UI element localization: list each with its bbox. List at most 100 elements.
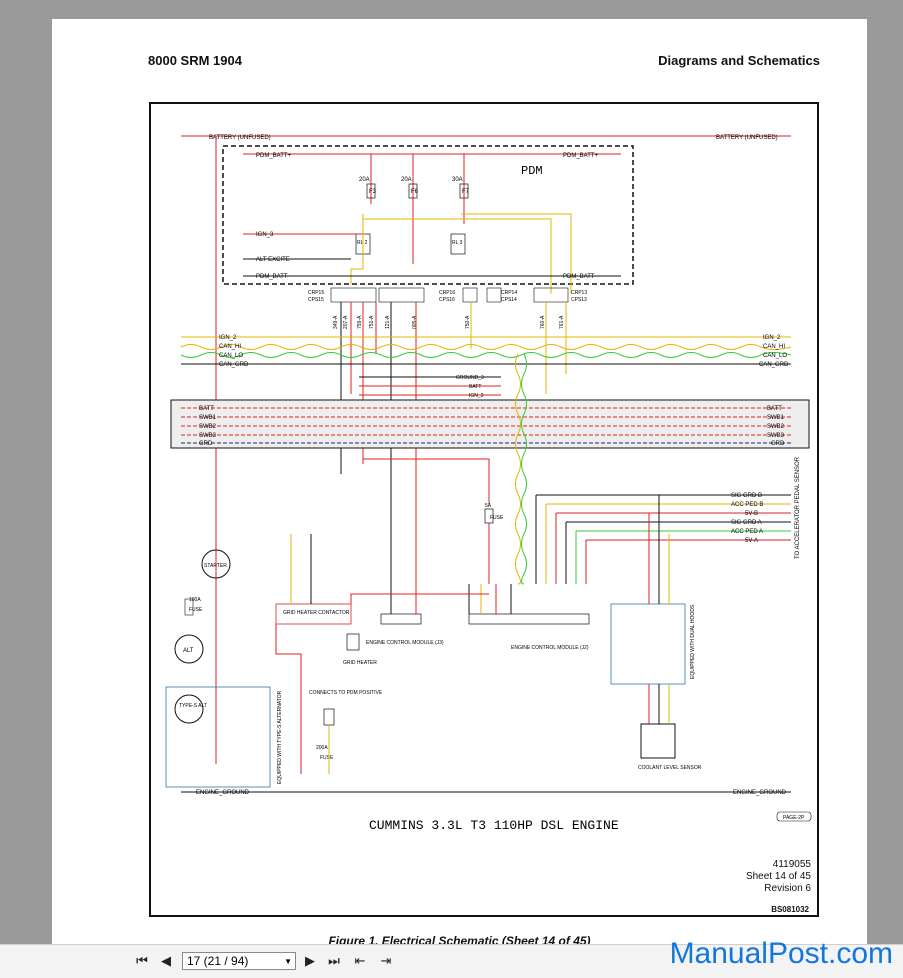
electrical-schematic: PDM BATTERY (UNFUSED) BATTERY (UNFUSED) …	[165, 135, 812, 833]
go-back-icon[interactable]: ⇤	[354, 953, 366, 968]
svg-text:CPS16: CPS16	[439, 297, 455, 303]
battery-unfused-left: BATTERY (UNFUSED)	[209, 135, 271, 141]
header-title: 8000 SRM 1904	[148, 53, 242, 68]
header-section: Diagrams and Schematics	[658, 53, 820, 68]
svg-text:EQUIPPED WITH TYPE-S ALTERNATO: EQUIPPED WITH TYPE-S ALTERNATOR	[277, 690, 283, 784]
svg-text:TYPE-S ALT: TYPE-S ALT	[179, 703, 207, 709]
viewer-toolbar: ⏮ ◀ 17 (21 / 94) ▼ ▶ ⏭ ⇤ ⇥	[0, 944, 903, 978]
svg-text:GROUND_3: GROUND_3	[456, 375, 484, 381]
svg-text:IGN_2: IGN_2	[219, 335, 237, 341]
svg-text:RL 2: RL 2	[357, 240, 368, 246]
svg-text:750-A: 750-A	[465, 315, 471, 329]
svg-text:CAN_HI: CAN_HI	[219, 344, 241, 350]
fuse-f6: 20A F6	[401, 154, 419, 264]
svg-text:CRP15: CRP15	[308, 290, 324, 296]
page-value: 17 (21 / 94)	[187, 954, 249, 968]
svg-text:CAN_GRD: CAN_GRD	[219, 362, 249, 368]
chevron-down-icon: ▼	[284, 957, 292, 966]
svg-text:20A: 20A	[401, 177, 412, 183]
svg-text:100A: 100A	[189, 597, 201, 603]
svg-text:GRD: GRD	[199, 441, 213, 447]
ecm-j3-connector	[380, 613, 422, 625]
svg-text:121-A: 121-A	[385, 315, 391, 329]
svg-text:GRD: GRD	[771, 441, 785, 447]
svg-text:30A: 30A	[452, 177, 463, 183]
watermark: ManualPost.com	[669, 937, 893, 970]
svg-text:ACC PED B: ACC PED B	[731, 502, 763, 508]
svg-text:F7: F7	[462, 189, 470, 195]
svg-text:ACC PED A: ACC PED A	[731, 529, 763, 535]
svg-text:COOLANT LEVEL SENSOR: COOLANT LEVEL SENSOR	[638, 765, 702, 771]
svg-text:BATT: BATT	[469, 384, 481, 390]
svg-text:PDM_BATT+: PDM_BATT+	[563, 153, 599, 159]
svg-text:EQUIPPED WITH DUAL HOODS: EQUIPPED WITH DUAL HOODS	[690, 604, 696, 679]
svg-text:FUSE: FUSE	[320, 755, 334, 761]
svg-text:GRID HEATER CONTACTOR: GRID HEATER CONTACTOR	[283, 610, 350, 616]
engine-title: CUMMINS 3.3L T3 110HP DSL ENGINE	[369, 818, 619, 833]
svg-text:ENGINE CONTROL MODULE (J3): ENGINE CONTROL MODULE (J3)	[366, 640, 444, 646]
svg-text:ALT: ALT	[183, 648, 194, 654]
svg-text:CAN_LO: CAN_LO	[763, 353, 787, 359]
svg-text:SWB3: SWB3	[767, 433, 785, 439]
svg-text:GRID HEATER: GRID HEATER	[343, 660, 377, 666]
svg-text:759-A: 759-A	[357, 315, 363, 329]
svg-text:PDM_BATT-: PDM_BATT-	[256, 274, 289, 280]
svg-text:761-A: 761-A	[559, 315, 565, 329]
svg-text:PDM_BATT+: PDM_BATT+	[256, 153, 292, 159]
svg-text:SWB2: SWB2	[767, 424, 785, 430]
svg-text:IGN_2: IGN_2	[763, 335, 781, 341]
sheet-info: 4119055 Sheet 14 of 45 Revision 6	[746, 859, 811, 895]
sheet-number: Sheet 14 of 45	[745, 871, 811, 882]
ecm-j2-connector	[468, 613, 590, 625]
svg-text:5V-A: 5V-A	[745, 538, 758, 544]
svg-text:751-A: 751-A	[369, 315, 375, 329]
svg-text:SIG GRD B: SIG GRD B	[731, 493, 762, 499]
svg-text:CAN_GRD: CAN_GRD	[759, 362, 789, 368]
fuse-f3: 20A F3	[359, 154, 377, 204]
svg-text:IGN_3: IGN_3	[256, 232, 274, 238]
svg-text:ENGINE_GROUND: ENGINE_GROUND	[733, 790, 787, 796]
svg-text:FUSE: FUSE	[189, 607, 203, 613]
relay-rl3	[450, 233, 466, 255]
svg-text:RL 3: RL 3	[452, 240, 463, 246]
svg-text:5A: 5A	[485, 503, 492, 509]
svg-text:200A: 200A	[316, 745, 328, 751]
last-page-icon[interactable]: ⏭	[328, 953, 340, 968]
go-forward-icon[interactable]: ⇥	[380, 953, 392, 968]
document-page: 8000 SRM 1904 Diagrams and Schematics PD…	[52, 19, 867, 954]
battery-unfused-right: BATTERY (UNFUSED)	[716, 135, 778, 141]
drawing-code: BS081032	[771, 905, 809, 914]
first-page-icon[interactable]: ⏮	[136, 953, 148, 968]
schematic-frame: PDM BATTERY (UNFUSED) BATTERY (UNFUSED) …	[149, 102, 819, 917]
svg-text:CPS13: CPS13	[571, 297, 587, 303]
revision: Revision 6	[764, 883, 811, 894]
svg-text:STARTER: STARTER	[204, 563, 227, 569]
svg-text:760-A: 760-A	[540, 315, 546, 329]
svg-text:BATT: BATT	[767, 406, 782, 412]
svg-text:CRP16: CRP16	[439, 290, 455, 296]
page-select[interactable]: 17 (21 / 94) ▼	[182, 952, 296, 970]
svg-text:F6: F6	[411, 189, 419, 195]
svg-text:ENGINE CONTROL MODULE (J2): ENGINE CONTROL MODULE (J2)	[511, 645, 589, 651]
doc-number: 4119055	[772, 859, 811, 870]
svg-text:SWB2: SWB2	[199, 424, 217, 430]
svg-text:CAN_HI: CAN_HI	[763, 344, 785, 350]
svg-text:349-A: 349-A	[333, 315, 339, 329]
fuse-f7: 30A F7	[452, 154, 470, 224]
svg-text:005-A: 005-A	[412, 315, 418, 329]
svg-text:FUSE: FUSE	[490, 515, 504, 521]
svg-text:PDM_BATT-: PDM_BATT-	[563, 274, 596, 280]
svg-text:CPS15: CPS15	[308, 297, 324, 303]
svg-text:CONNECTS TO PDM POSITIVE: CONNECTS TO PDM POSITIVE	[309, 690, 383, 696]
svg-text:CRP13: CRP13	[571, 290, 587, 296]
prev-page-icon[interactable]: ◀	[161, 953, 171, 968]
svg-text:5V-B: 5V-B	[745, 511, 758, 517]
svg-text:SWB1: SWB1	[199, 415, 217, 421]
pdm-label: PDM	[521, 164, 543, 178]
next-page-icon[interactable]: ▶	[305, 953, 315, 968]
svg-text:ALT EXCITE: ALT EXCITE	[256, 257, 290, 263]
svg-text:CRP14: CRP14	[501, 290, 517, 296]
svg-text:207-A: 207-A	[343, 315, 349, 329]
svg-text:CAN_LO: CAN_LO	[219, 353, 243, 359]
connector-row-top: CRP15 CPS15 CRP16 CPS16 CRP14 CPS14 CRP1…	[308, 287, 587, 303]
